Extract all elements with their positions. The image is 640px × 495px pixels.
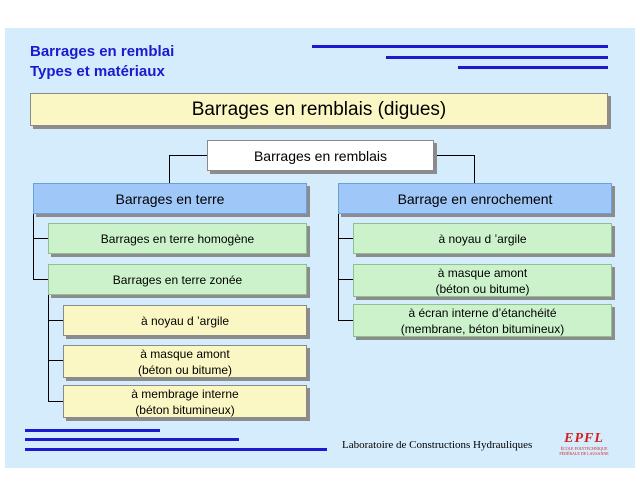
top-decorative-bar-1: [312, 45, 608, 48]
epfl-logo-sub2: FÉDÉRALE DE LAUSANNE: [559, 451, 609, 456]
connector-right-item2: [338, 279, 353, 280]
connector-left-trunk: [33, 214, 34, 279]
left-item-zonee: Barrages en terre zonée: [48, 264, 307, 295]
right-item-noyau-argile: à noyau d ’argile: [353, 223, 612, 254]
right-item-masque-amont: à masque amont (béton ou bitume): [353, 264, 612, 297]
left-sub-membrage-interne: à membrage interne (béton bitumineux): [63, 385, 307, 418]
epfl-logo-text: EPFL: [564, 431, 604, 446]
connector-left-item2: [33, 279, 48, 280]
bottom-decorative-bar-1: [25, 429, 160, 432]
top-decorative-bar-3: [458, 66, 608, 69]
left-item-homogene: Barrages en terre homogène: [48, 223, 307, 254]
connector-right-trunk: [338, 214, 339, 320]
slide-title-line2: Types et matériaux: [30, 63, 165, 80]
connector-left-sub1: [48, 320, 63, 321]
epfl-logo: EPFL ÉCOLE POLYTECHNIQUE FÉDÉRALE DE LAU…: [556, 431, 612, 456]
connector-right-item1: [338, 238, 353, 239]
connector-left-sub-trunk: [48, 295, 49, 401]
top-decorative-bar-2: [386, 56, 608, 59]
connector-root-right-v: [474, 155, 475, 183]
connector-left-sub3: [48, 401, 63, 402]
epfl-logo-sub1: ÉCOLE POLYTECHNIQUE: [560, 446, 608, 451]
connector-right-item3: [338, 320, 353, 321]
connector-root-left-v: [169, 155, 170, 183]
left-sub-noyau-argile: à noyau d ’argile: [63, 305, 307, 336]
connector-root-right-h: [434, 155, 474, 156]
footer-lab-name: Laboratoire de Constructions Hydraulique…: [342, 439, 533, 451]
root-node: Barrages en remblais: [207, 140, 434, 171]
bottom-decorative-bar-3: [25, 448, 327, 451]
left-sub-masque-amont: à masque amont (béton ou bitume): [63, 345, 307, 378]
right-item-ecran-interne: à écran interne d’étanchéité (membrane, …: [353, 304, 612, 337]
slide-title-line1: Barrages en remblai: [30, 43, 175, 60]
main-banner: Barrages en remblais (digues): [30, 93, 608, 126]
left-branch-heading: Barrages en terre: [33, 183, 307, 214]
connector-left-sub2: [48, 360, 63, 361]
connector-left-item1: [33, 238, 48, 239]
bottom-decorative-bar-2: [25, 438, 239, 441]
right-branch-heading: Barrage en enrochement: [338, 183, 612, 214]
connector-root-left-h: [169, 155, 207, 156]
